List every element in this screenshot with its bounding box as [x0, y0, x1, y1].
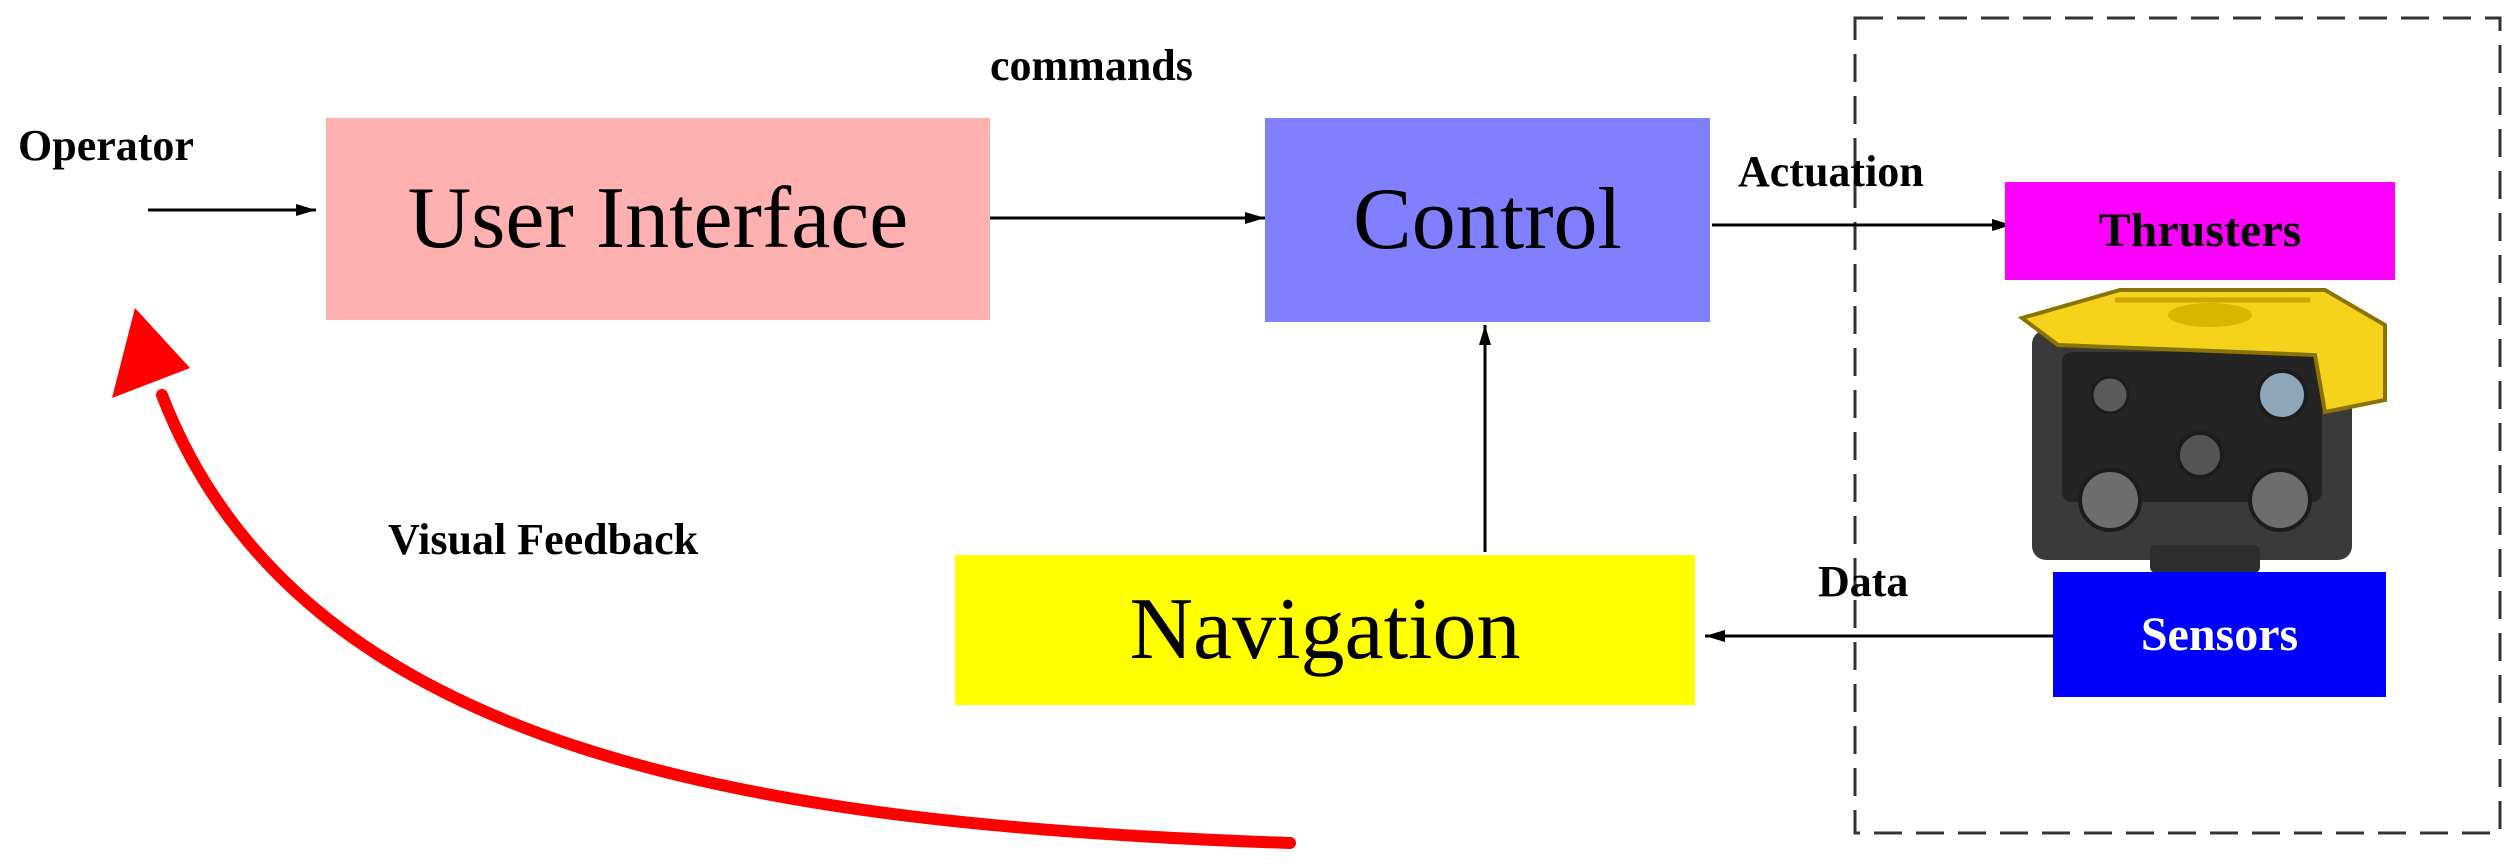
vehicle-boundary: [1853, 16, 2502, 835]
data-label: Data: [1818, 557, 1909, 606]
sensors-label: Sensors: [2140, 607, 2299, 661]
thrusters-block: Thrusters: [2005, 182, 2395, 280]
thrusters-label: Thrusters: [2098, 204, 2302, 257]
operator-label: Operator: [18, 121, 194, 170]
control-label: Control: [1353, 171, 1622, 268]
control-block: Control: [1265, 118, 1710, 322]
user-interface-label: User Interface: [407, 170, 909, 267]
visual-feedback-label: Visual Feedback: [388, 515, 699, 564]
user-interface-block: User Interface: [326, 118, 990, 320]
rov-vehicle-icon: [2017, 288, 2387, 573]
navigation-block: Navigation: [955, 555, 1695, 705]
visual-feedback-arrowhead: [112, 308, 190, 398]
visual-feedback-arrow: [156, 389, 1296, 849]
actuation-label: Actuation: [1738, 147, 1924, 196]
navigation-label: Navigation: [1129, 581, 1521, 678]
commands-label: commands: [990, 41, 1193, 90]
sensors-block: Sensors: [2053, 572, 2386, 697]
